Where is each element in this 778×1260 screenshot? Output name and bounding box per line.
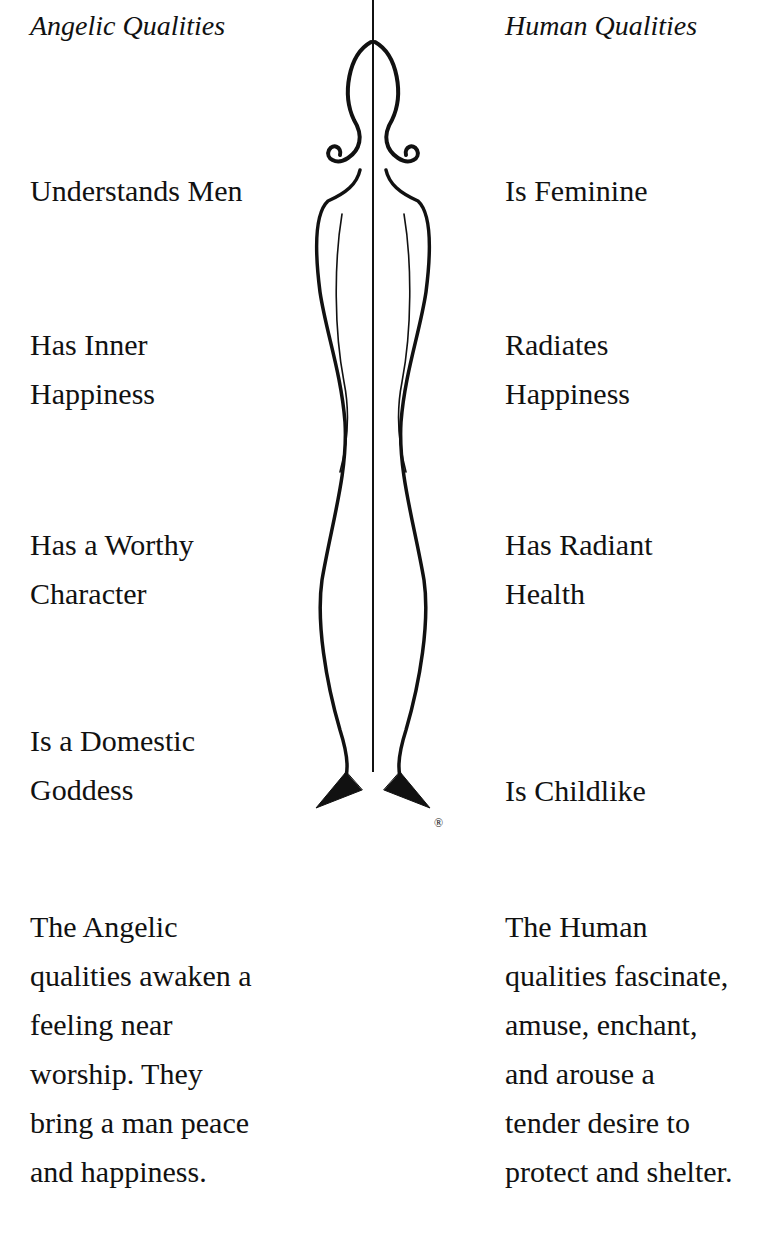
arm-line: [399, 214, 410, 472]
body-outline: [386, 170, 429, 776]
summary-note: The Angelic qualities awaken a feeling n…: [30, 902, 262, 1196]
column-heading: Human Qualities: [505, 6, 765, 46]
quality-label: Radiates Happiness: [505, 320, 675, 418]
registered-mark: ®: [434, 816, 454, 830]
quality-label: Has Inner Happiness: [30, 320, 200, 418]
column-heading: Angelic Qualities: [30, 6, 330, 46]
figure-half-mirror: [316, 42, 371, 808]
quality-label: Has a Worthy Character: [30, 520, 220, 618]
hair-curl: [375, 42, 418, 161]
summary-note: The Human qualities fascinate, amuse, en…: [505, 902, 737, 1196]
quality-label: Has Radiant Health: [505, 520, 675, 618]
quality-label: Is Childlike: [505, 766, 765, 815]
quality-label: Is Feminine: [505, 166, 765, 215]
quality-label: Is a Domestic Goddess: [30, 716, 220, 814]
foot-point: [384, 772, 430, 808]
center-line: [372, 0, 374, 772]
figure-half: [375, 42, 430, 808]
quality-label: Understands Men: [30, 166, 300, 215]
